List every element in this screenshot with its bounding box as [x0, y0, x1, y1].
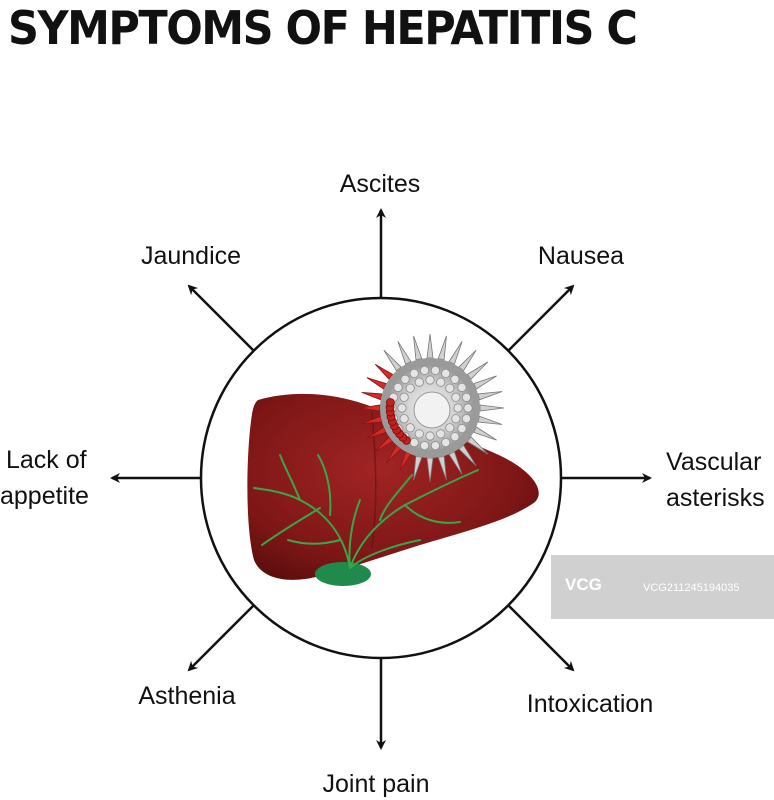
virus-spike	[458, 444, 477, 467]
watermark-logo: VCG	[565, 575, 602, 594]
virus-surface-dot	[425, 375, 435, 385]
symptom-intoxication: Intoxication	[526, 690, 654, 718]
virus-spike-red	[374, 364, 394, 380]
virus-surface-dot	[461, 414, 472, 424]
liver-lobe-line	[371, 411, 377, 549]
virus-surface-dot	[405, 423, 415, 433]
arrow-bottom-right	[507, 604, 575, 672]
virus-surface-dot	[409, 368, 419, 379]
virus-surface-dot	[445, 423, 455, 433]
virus-surface-dot	[445, 383, 455, 393]
virus-surface-dot	[397, 403, 407, 413]
virus-surface-dot	[450, 374, 460, 384]
page-title: SYMPTOMS OF HEPATITIS C	[8, 2, 638, 57]
virus-spikes	[359, 333, 505, 483]
virus-surface-dot	[441, 368, 451, 379]
liver-shape	[247, 393, 539, 580]
virus-surface-dot	[451, 392, 461, 402]
symptom-vascular-asterisks-line1: Vascular	[666, 448, 762, 476]
virus-surface-dot	[425, 431, 435, 441]
virus-illustration	[359, 333, 505, 483]
symptom-jaundice: Jaundice	[140, 242, 242, 270]
symptom-arrows	[110, 208, 652, 750]
virus-surface-dot	[399, 414, 409, 424]
symptom-joint-pain: Joint pain	[322, 770, 430, 798]
virus-surface-dot	[409, 437, 419, 448]
virus-dots	[385, 365, 473, 451]
symptom-ascites: Ascites	[339, 170, 421, 198]
liver-illustration	[247, 393, 539, 586]
liver-veins	[253, 454, 479, 569]
virus-surface-dot	[419, 365, 430, 375]
virus-surface-dot	[457, 382, 467, 393]
symptom-vascular-asterisks-line2: asterisks	[666, 484, 765, 512]
arrow-bottom-left	[187, 604, 255, 672]
virus-spike-red	[374, 436, 394, 452]
virus-surface-dot	[393, 382, 403, 393]
arrow-top-right	[507, 284, 575, 352]
symptom-asthenia: Asthenia	[138, 682, 236, 710]
virus-spike-red	[386, 444, 402, 464]
virus-surface-dot	[436, 377, 446, 387]
virus-surface-dot	[451, 414, 461, 424]
virus-surface-dot	[453, 403, 463, 413]
virus-surface-dot	[399, 392, 409, 402]
virus-infected-dot	[385, 398, 395, 407]
arrow-top-left	[187, 284, 255, 352]
virus-spike	[383, 349, 402, 372]
gallbladder	[315, 562, 371, 586]
virus-surface-dot	[419, 441, 430, 451]
virus-surface-dot	[457, 423, 467, 434]
virus-surface-dot	[430, 441, 441, 451]
virus-surface-dot	[400, 374, 410, 384]
virus-surface-dot	[441, 437, 451, 448]
virus-surface-dot	[461, 392, 472, 402]
virus-core	[413, 391, 451, 429]
virus-surface-dot	[430, 365, 441, 375]
watermark-id: VCG211245194035	[643, 582, 740, 594]
virus-surface-dot	[414, 429, 424, 439]
virus-surface-dot	[414, 377, 424, 387]
virus-surface-dot	[450, 432, 460, 442]
symptom-nausea: Nausea	[537, 242, 625, 270]
symptom-lack-of-appetite-line2: appetite	[0, 482, 89, 510]
virus-surface-dot	[436, 429, 446, 439]
symptom-lack-of-appetite-line1: Lack of	[6, 446, 87, 474]
watermark: VCG VCG211245194035	[551, 555, 774, 619]
virus-surface-dot	[405, 383, 415, 393]
virus-surface-dot	[463, 403, 473, 413]
virus-spike	[466, 436, 489, 455]
